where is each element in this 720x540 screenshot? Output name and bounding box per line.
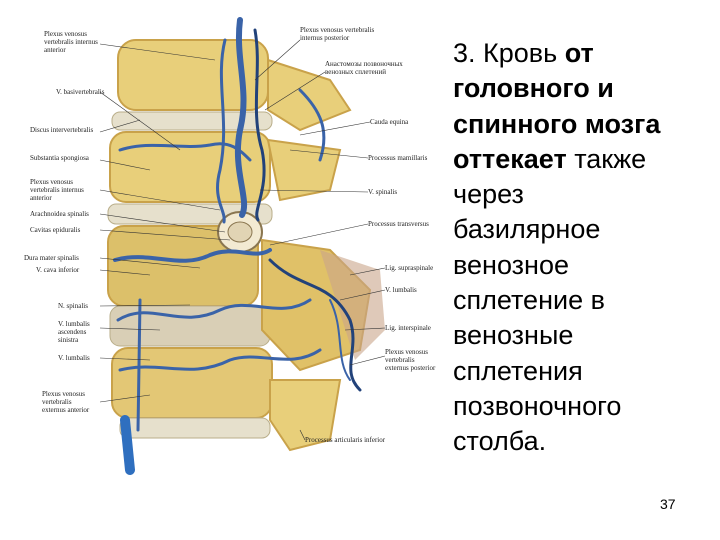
- label: externus posterior: [385, 364, 436, 372]
- vertebral-column: [107, 39, 273, 439]
- label: V. spinalis: [368, 188, 397, 196]
- label: vertebralis internus: [44, 38, 98, 46]
- label: Анастомозы позвоночных: [325, 60, 403, 68]
- label: V. lumbalis: [58, 354, 90, 362]
- anatomy-drawing: Plexus venosus vertebralis internus ante…: [24, 17, 436, 475]
- label: internus posterior: [300, 34, 350, 42]
- text-line: позвоночного: [453, 390, 622, 421]
- text-line: базилярное: [453, 214, 601, 245]
- label: Plexus venosus: [44, 30, 87, 38]
- page-number: 37: [660, 496, 676, 512]
- spine-venous-plexus-illustration: Plexus venosus vertebralis internus ante…: [24, 17, 436, 475]
- text-bold: спинного мозга: [453, 108, 661, 139]
- label: Plexus venosus vertebralis: [300, 26, 375, 34]
- label: Substantia spongiosa: [30, 154, 90, 162]
- leader-lines: [99, 39, 386, 441]
- text-line: спинного мозга: [453, 107, 715, 142]
- label: N. spinalis: [58, 302, 88, 310]
- label: Cauda equina: [370, 118, 409, 126]
- slide-text: 3. Кровь от головного и спинного мозга о…: [453, 36, 715, 460]
- label: ascendens: [58, 328, 87, 336]
- label: vertebralis: [42, 398, 72, 406]
- label: Dura mater spinalis: [24, 254, 79, 262]
- label: anterior: [30, 194, 52, 202]
- labels-left: Plexus venosus vertebralis internus ante…: [24, 30, 105, 414]
- text-line: сплетения: [453, 355, 583, 386]
- posterior-processes: [261, 58, 385, 452]
- label: Plexus venosus: [30, 178, 73, 186]
- label: Plexus venosus: [385, 348, 428, 356]
- label: Processus transversus: [368, 220, 429, 228]
- label: венозных сплетений: [325, 68, 386, 76]
- label: Cavitas epiduralis: [30, 226, 81, 234]
- label: vertebralis: [385, 356, 415, 364]
- label: vertebralis internus: [30, 186, 84, 194]
- label: Lig. supraspinale: [385, 264, 433, 272]
- text-normal: 3. Кровь: [453, 38, 565, 68]
- text-line: оттекает также: [453, 142, 715, 177]
- label: externus anterior: [42, 406, 90, 414]
- text-line: сплетение в: [453, 285, 605, 316]
- text-bold: оттекает: [453, 143, 567, 174]
- label: Processus articularis inferior: [305, 436, 386, 444]
- spinal-canal: [217, 211, 263, 253]
- text-line: венозные: [453, 320, 574, 351]
- label: V. basivertebralis: [56, 88, 105, 96]
- text-line: венозное: [453, 249, 570, 280]
- label: V. lumbalis: [58, 320, 90, 328]
- label: sinistra: [58, 336, 79, 344]
- labels-right: Plexus venosus vertebralis internus post…: [300, 26, 436, 444]
- label: Lig. interspinale: [385, 324, 431, 332]
- label: V. lumbalis: [385, 286, 417, 294]
- label: Discus intervertebralis: [30, 126, 93, 134]
- text-bold: головного и: [453, 73, 614, 104]
- text-normal: также: [566, 143, 647, 174]
- label: V. cava inferior: [36, 266, 80, 274]
- label: Plexus venosus: [42, 390, 85, 398]
- text-line: через: [453, 179, 524, 210]
- text-bold: от: [564, 38, 594, 68]
- venous-plexus: [113, 17, 362, 475]
- label: Processus mamillaris: [368, 154, 428, 162]
- text-line: головного и: [453, 71, 715, 106]
- text-line: 3. Кровь от: [453, 36, 715, 71]
- label: anterior: [44, 46, 66, 54]
- text-line: столба.: [453, 426, 547, 457]
- label: Arachnoidea spinalis: [30, 210, 89, 218]
